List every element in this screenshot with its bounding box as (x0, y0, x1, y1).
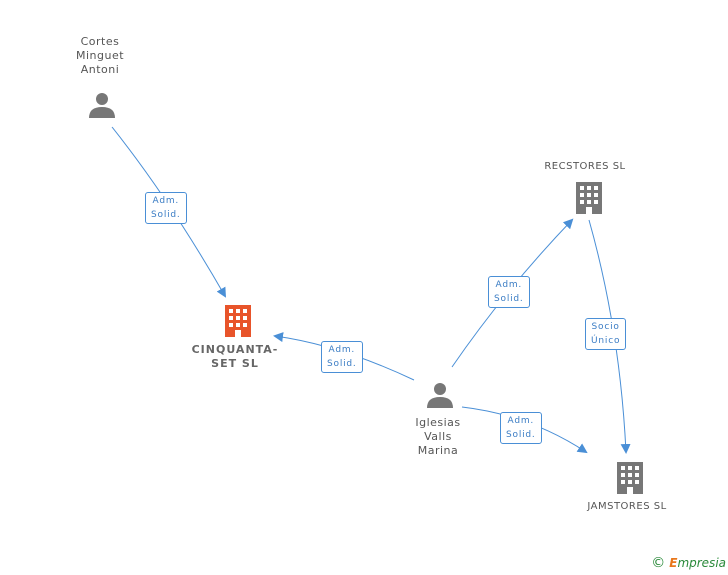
edge-badge-iglesias-recstores[interactable]: Adm. Solid. (488, 276, 530, 308)
node-label-cortes: Cortes Minguet Antoni (75, 35, 125, 76)
brand-name: mpresia (677, 556, 726, 570)
person-icon[interactable] (87, 90, 117, 120)
edge-badge-cortes-cinquanta[interactable]: Adm. Solid. (145, 192, 187, 224)
edge-badge-iglesias-cinquanta[interactable]: Adm. Solid. (321, 341, 363, 373)
edge-badge-recstores-jamstores[interactable]: Socio Único (585, 318, 627, 350)
edge-badge-iglesias-jamstores[interactable]: Adm. Solid. (500, 412, 542, 444)
node-label-iglesias: Iglesias Valls Marina (415, 416, 461, 457)
building-icon[interactable] (573, 181, 605, 215)
node-label-cinquanta: CINQUANTA- SET SL (191, 343, 279, 370)
node-label-recstores: RECSTORES SL (544, 161, 626, 172)
brand-initial: E (669, 556, 678, 570)
empresia-watermark: ©Empresia (651, 555, 726, 571)
person-icon[interactable] (425, 380, 455, 410)
copyright-symbol: © (651, 555, 666, 571)
building-icon[interactable] (222, 304, 254, 338)
building-icon[interactable] (614, 461, 646, 495)
node-label-jamstores: JAMSTORES SL (587, 501, 667, 512)
